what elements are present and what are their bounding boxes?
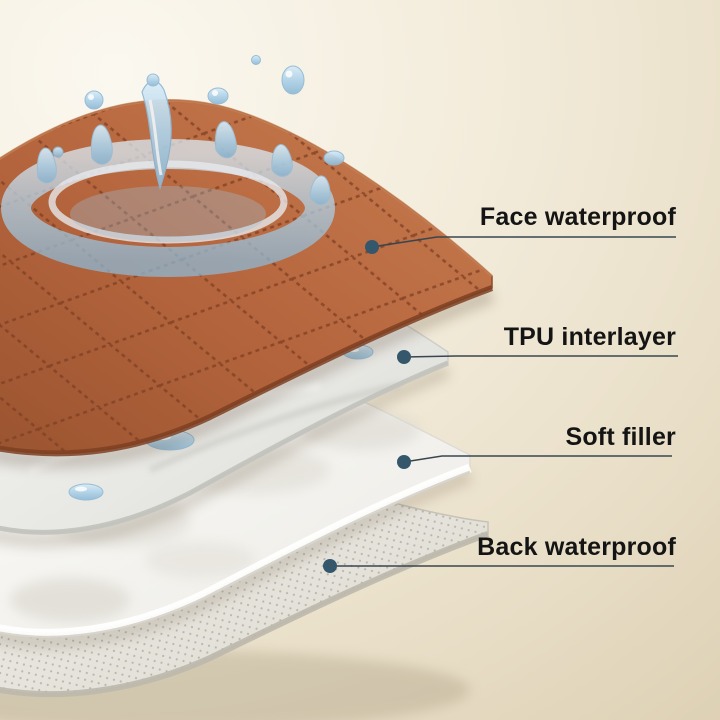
face-shadow xyxy=(0,287,495,469)
tpu-shadow xyxy=(0,364,451,548)
label-face-waterproof: Face waterproof xyxy=(479,203,676,231)
marker-dot-face-waterproof xyxy=(365,240,379,254)
leader-line-tpu-interlayer xyxy=(403,355,678,358)
label-tpu-interlayer: TPU interlayer xyxy=(503,323,676,351)
marker-dots xyxy=(323,240,411,573)
leader-line-face-waterproof xyxy=(371,236,676,248)
marker-dot-soft-filler xyxy=(397,455,411,469)
marker-dot-back-waterproof xyxy=(323,559,337,573)
marker-dot-tpu-interlayer xyxy=(397,350,411,364)
face-waterproof-layer xyxy=(0,98,494,457)
water-droplet xyxy=(52,55,345,166)
filler-shadow xyxy=(0,469,473,649)
leader-lines xyxy=(330,236,678,567)
label-back-waterproof: Back waterproof xyxy=(477,533,676,561)
label-soft-filler: Soft filler xyxy=(565,423,676,451)
leader-line-soft-filler xyxy=(403,455,672,463)
water-splash xyxy=(1,55,345,277)
